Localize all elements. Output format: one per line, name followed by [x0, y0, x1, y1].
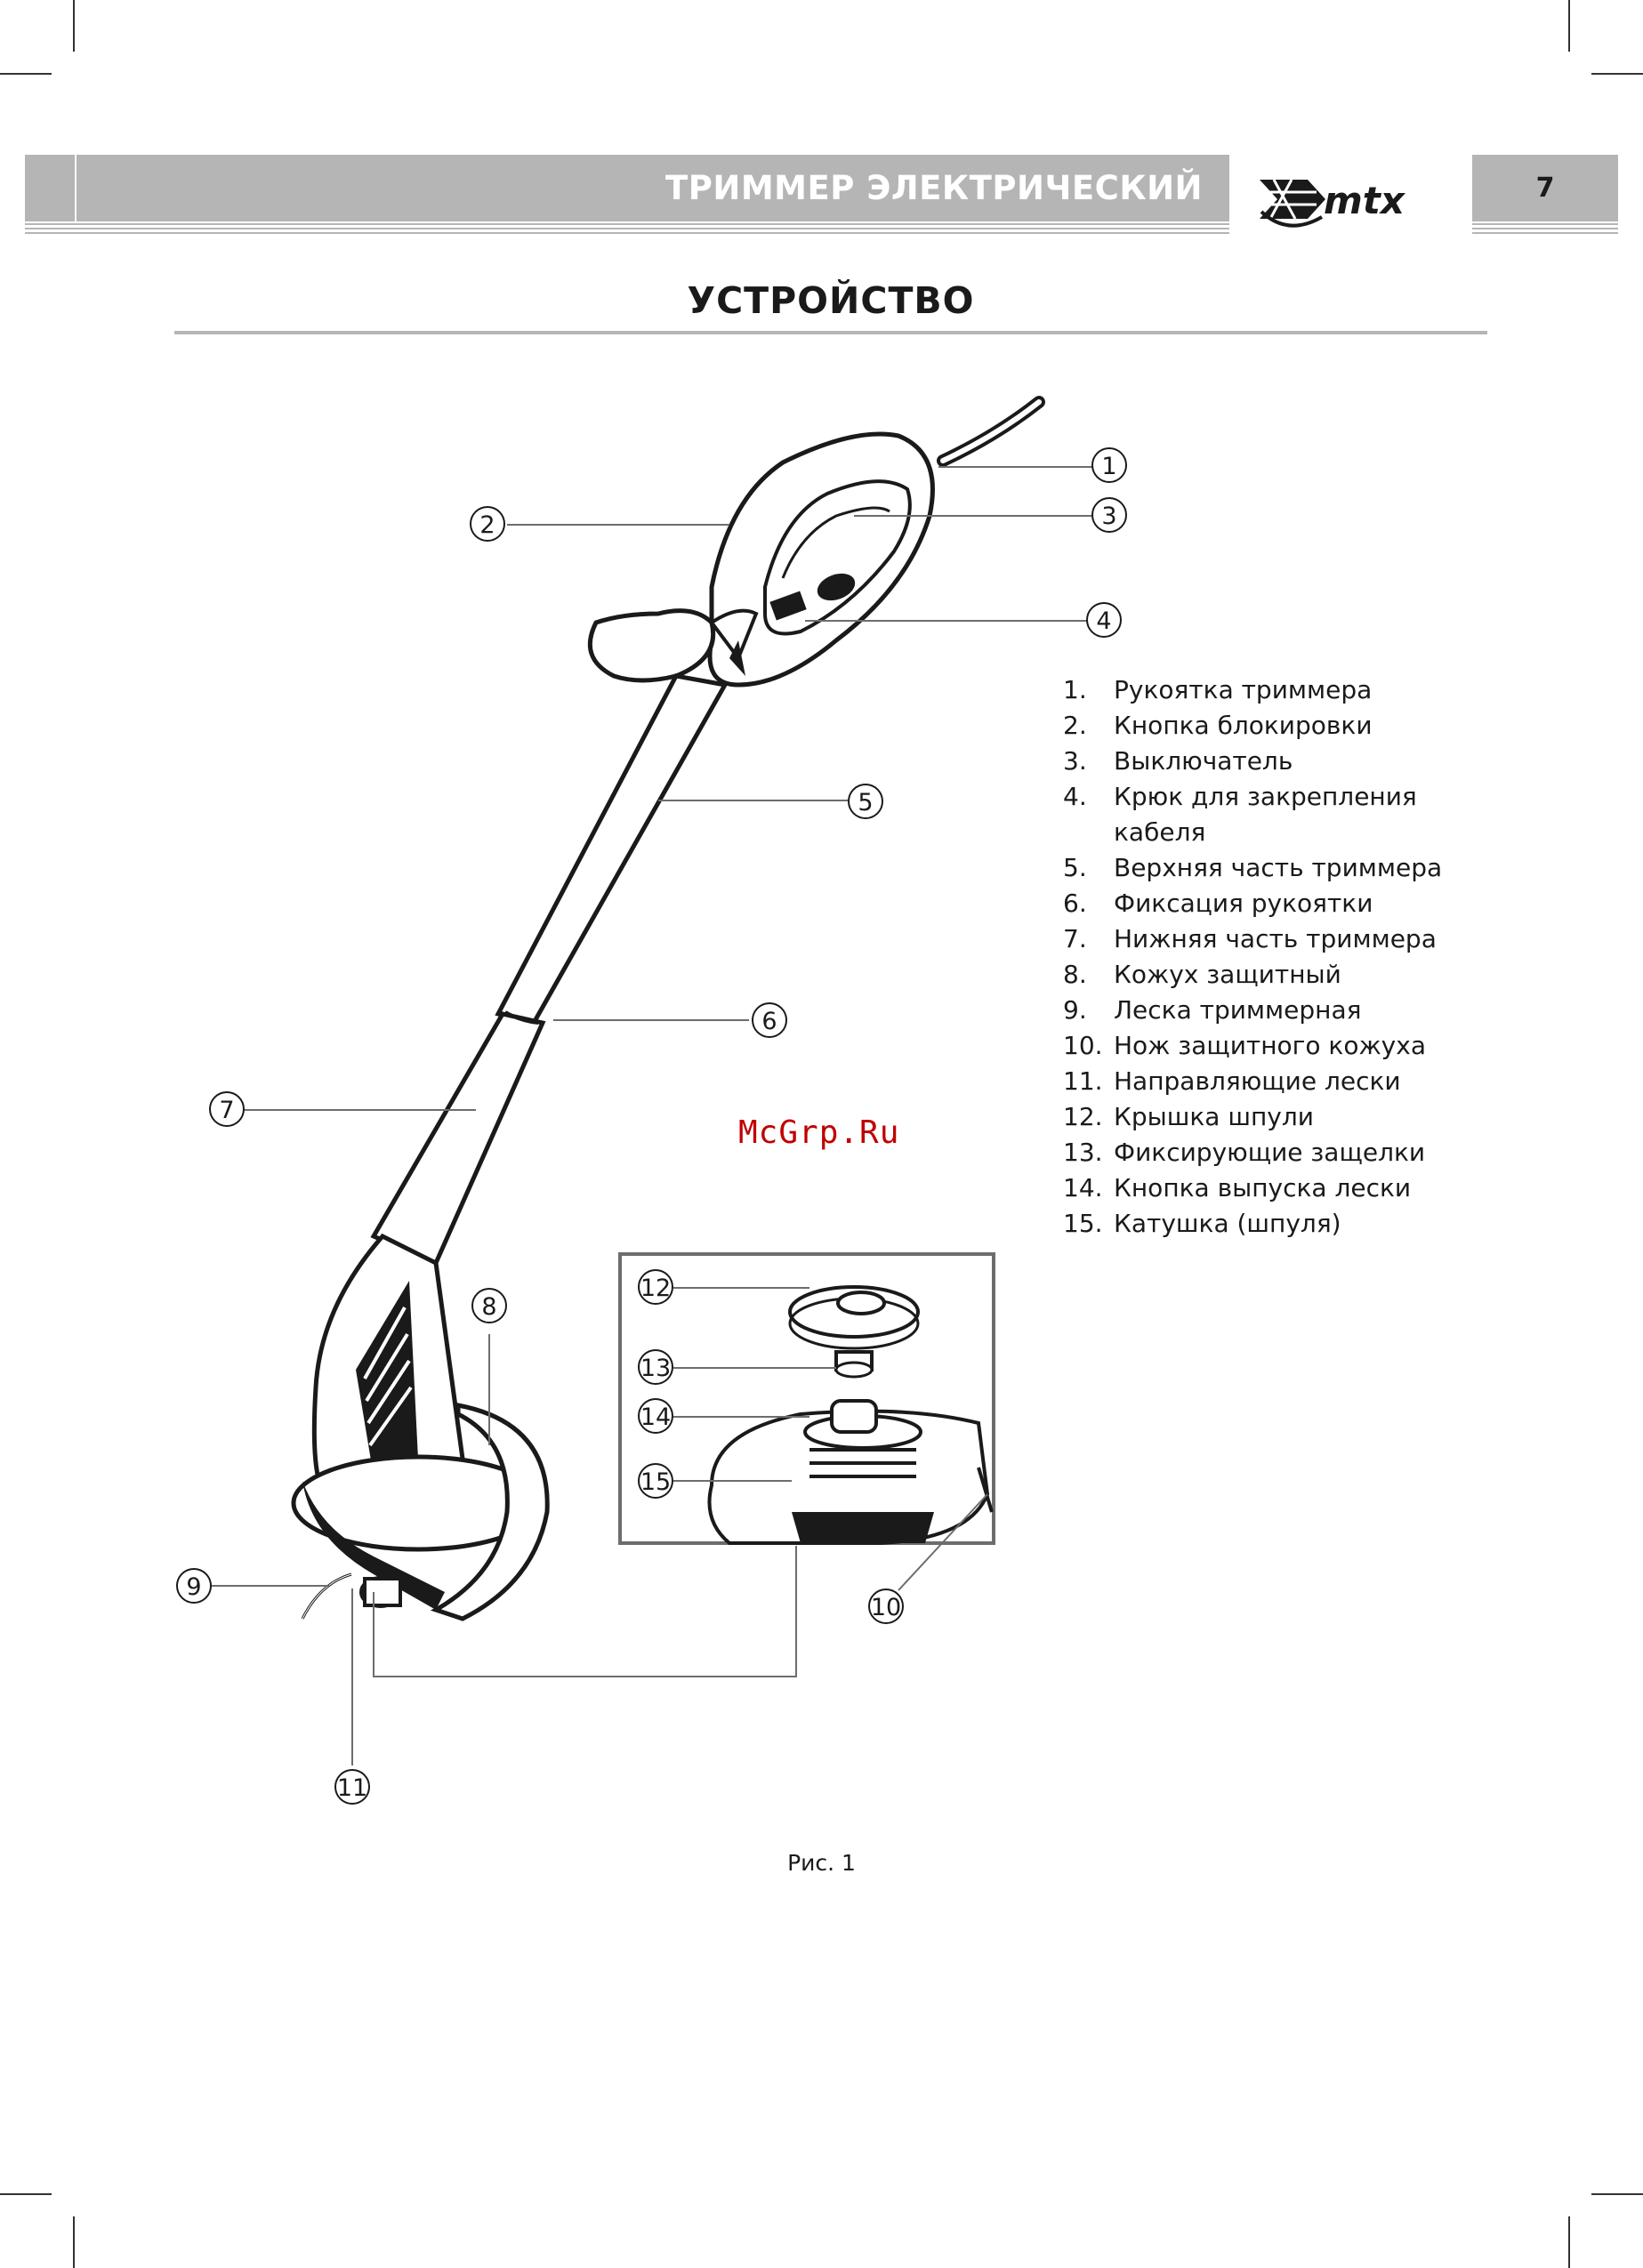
crop-mark: [73, 2216, 75, 2268]
legend-item: 3.Выключатель: [1063, 746, 1293, 776]
callout-7: 7: [209, 1091, 245, 1127]
svg-text:10: 10: [871, 1594, 901, 1621]
header-bar: ТРИММЕР ЭЛЕКТРИЧЕСКИЙ: [25, 155, 1229, 221]
page-stripes: [1472, 223, 1618, 239]
mtx-logo-icon: mtx: [1260, 179, 1406, 228]
crop-mark: [1591, 73, 1643, 75]
callout-1: 1: [1091, 447, 1127, 483]
callout-8: 8: [471, 1288, 507, 1323]
crop-mark: [0, 2193, 52, 2195]
svg-text:13: 13: [640, 1355, 671, 1382]
legend-item: 14.Кнопка выпуска лески: [1063, 1173, 1412, 1202]
crop-mark: [0, 73, 52, 75]
svg-text:1: 1: [1101, 453, 1116, 480]
figure-caption: Рис. 1: [787, 1850, 856, 1876]
section-title: УСТРОЙСТВО: [687, 279, 975, 322]
callout-11: 11: [334, 1769, 370, 1805]
svg-text:5: 5: [858, 789, 873, 816]
svg-text:8: 8: [481, 1293, 496, 1321]
page-number: 7: [1535, 173, 1555, 204]
crop-mark: [1568, 0, 1570, 52]
page-number-box: 7: [1472, 155, 1618, 221]
legend-item: 6.Фиксация рукоятки: [1063, 889, 1373, 918]
svg-text:14: 14: [640, 1403, 671, 1431]
svg-text:2: 2: [479, 511, 495, 539]
svg-text:9: 9: [186, 1573, 201, 1601]
legend-item: 1.Рукоятка триммера: [1063, 675, 1373, 704]
section-rule: [174, 331, 1487, 334]
svg-text:11: 11: [337, 1774, 367, 1802]
callout-14: 14: [638, 1398, 673, 1434]
crop-mark: [1591, 2193, 1643, 2195]
legend-item: 7.Нижняя часть триммера: [1063, 924, 1437, 953]
header-title: ТРИММЕР ЭЛЕКТРИЧЕСКИЙ: [665, 169, 1203, 207]
legend-item: 11.Направляющие лески: [1063, 1066, 1401, 1096]
svg-text:15: 15: [640, 1468, 671, 1496]
crop-mark: [73, 0, 75, 52]
callout-5: 5: [848, 784, 883, 819]
legend-item: 13.Фиксирующие защелки: [1063, 1138, 1426, 1167]
callout-6: 6: [752, 1002, 787, 1038]
legend-item: 12.Крышка шпули: [1063, 1102, 1314, 1131]
legend-item: 2.Кнопка блокировки: [1063, 711, 1373, 740]
svg-text:12: 12: [640, 1275, 671, 1302]
legend-item: 15.Катушка (шпуля): [1063, 1209, 1341, 1238]
callout-2: 2: [470, 506, 505, 542]
callout-3: 3: [1091, 497, 1127, 533]
callout-10: 10: [868, 1588, 904, 1624]
header-stripes: [25, 223, 1229, 239]
legend-item: 9.Леска триммерная: [1063, 995, 1362, 1025]
legend-item: 8.Кожух защитный: [1063, 960, 1341, 989]
svg-text:4: 4: [1096, 607, 1111, 635]
callout-9: 9: [176, 1568, 212, 1604]
crop-mark: [1568, 2216, 1570, 2268]
mtx-logo: mtx: [1252, 165, 1448, 237]
logo-text: mtx: [1324, 179, 1406, 222]
parts-legend: 1.Рукоятка триммера 2.Кнопка блокировки …: [1063, 672, 1472, 1242]
svg-text:7: 7: [219, 1097, 234, 1124]
callout-15: 15: [638, 1463, 673, 1499]
svg-text:6: 6: [761, 1008, 777, 1035]
legend-item: 10.Нож защитного кожуха: [1063, 1031, 1426, 1060]
legend-item: 5.Верхняя часть триммера: [1063, 853, 1443, 882]
callout-13: 13: [638, 1349, 673, 1385]
callout-12: 12: [638, 1269, 673, 1305]
watermark: McGrp.Ru: [738, 1114, 900, 1151]
svg-text:3: 3: [1101, 503, 1116, 530]
callout-4: 4: [1086, 602, 1122, 638]
legend-item: 4.Крюк для закрепления кабеля: [1063, 782, 1417, 847]
